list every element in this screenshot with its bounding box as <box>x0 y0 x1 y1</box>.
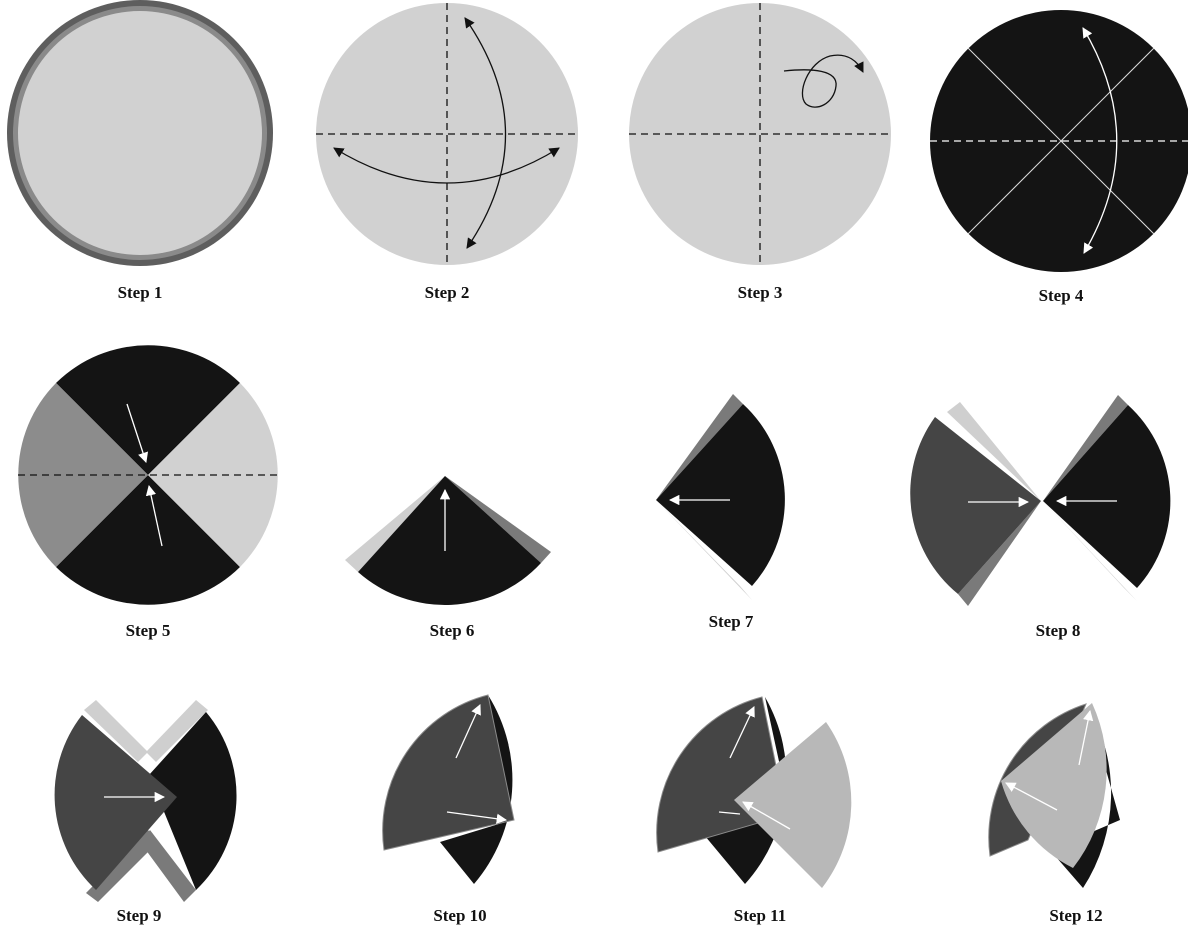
step-11-label: Step 11 <box>734 906 786 925</box>
step-1-label: Step 1 <box>118 283 163 302</box>
step-2-figure <box>316 3 578 265</box>
step-6-label: Step 6 <box>430 621 475 640</box>
step-9-figure <box>55 700 237 902</box>
step-8-left-sector <box>910 417 1041 594</box>
step-8-right-sector <box>1043 405 1170 588</box>
step-5-figure <box>18 345 279 604</box>
step-12-figure <box>989 703 1120 888</box>
step-8-label: Step 8 <box>1036 621 1081 640</box>
step-3-figure <box>629 3 891 265</box>
step-7-figure <box>656 394 785 600</box>
step-2-label: Step 2 <box>425 283 470 302</box>
step-7-label: Step 7 <box>709 612 754 631</box>
step-4-label: Step 4 <box>1039 286 1084 305</box>
step-5-label: Step 5 <box>126 621 171 640</box>
step-8-figure <box>910 395 1170 606</box>
step-7-folded-sector <box>656 404 785 586</box>
step-9-label: Step 9 <box>117 906 162 925</box>
step-3-label: Step 3 <box>738 283 783 302</box>
step-12-label: Step 12 <box>1049 906 1102 925</box>
step-6-figure <box>345 476 551 605</box>
step-10-label: Step 10 <box>433 906 486 925</box>
step-11-figure <box>657 697 852 888</box>
step-1-figure <box>7 0 273 266</box>
step-4-figure <box>930 10 1188 272</box>
step-10-figure <box>383 695 514 884</box>
